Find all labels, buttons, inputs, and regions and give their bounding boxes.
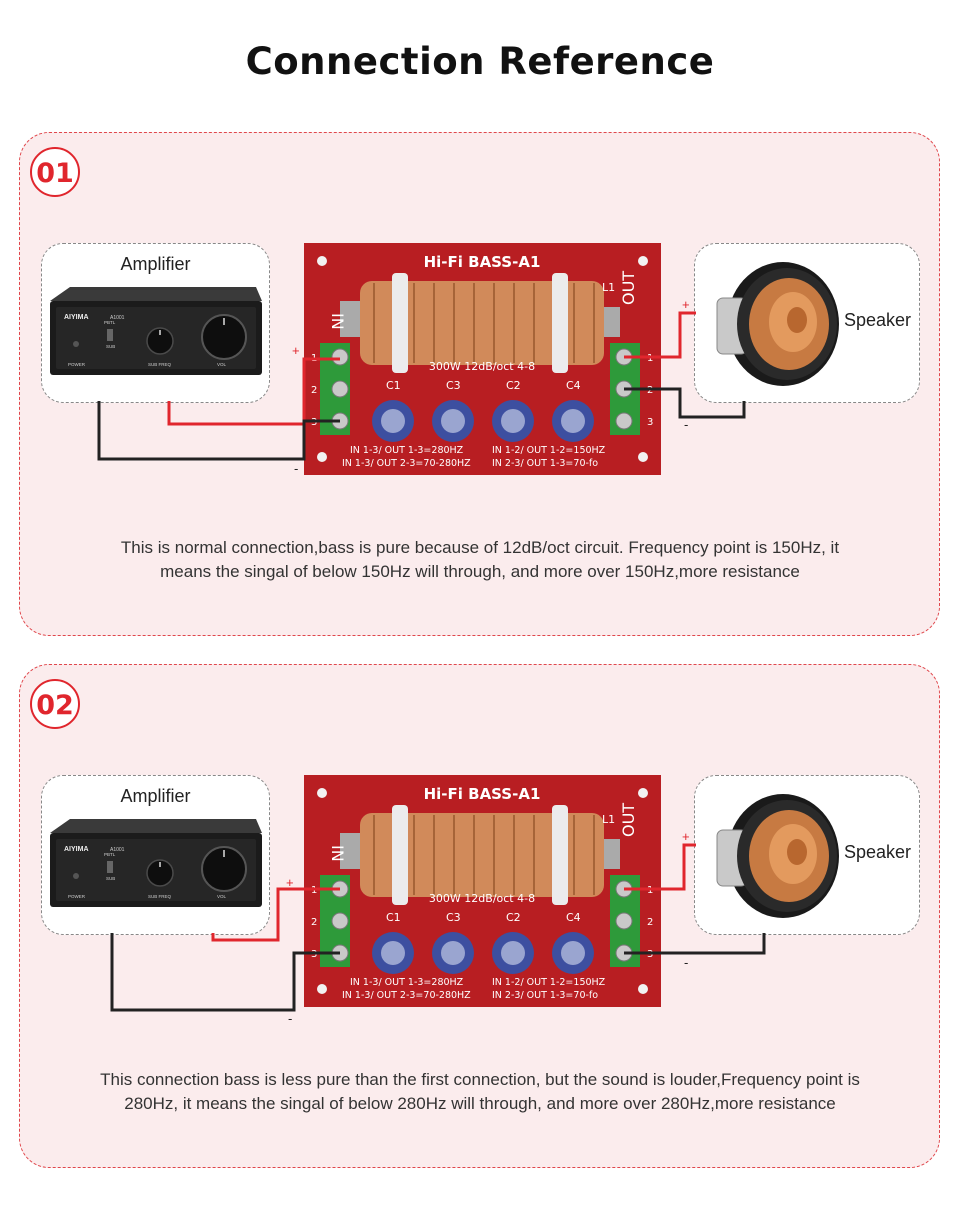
board-note-left-2: IN 1-3/ OUT 2-3=70-280HZ [342,458,471,469]
cap-c2-label: C2 [506,911,521,924]
amp-minus-marker: - [288,1011,292,1026]
amp-knob-label: SUB FREQ [148,894,172,899]
board-name: Hi-Fi BASS-A1 [424,253,541,271]
cap-c4-label: C4 [566,379,581,392]
amplifier-box: Amplifier AIYIMA A1001 POWER PBTL SUB SU… [41,243,270,403]
board-spec: 300W 12dB/oct 4-8 [429,360,535,373]
amplifier-label: Amplifier [120,254,191,274]
board-out-label: OUT [619,803,638,837]
amp-knob-label: SUB FREQ [148,362,172,367]
right-terminal-1: 1 [647,885,653,896]
speaker-image [716,794,839,918]
amp-brand: AIYIMA [64,846,89,853]
amp-power-label: POWER [68,362,86,367]
crossover-board: Hi-Fi BASS-A1 L1 IN OUT 300W 12dB/oct 4-… [304,243,661,475]
board-in-label: IN [328,845,347,862]
amplifier-image: AIYIMA A1001 POWER PBTL SUB SUB FREQ VOL [50,819,262,907]
right-terminal-3: 3 [647,949,653,960]
right-terminal-2: 2 [647,917,653,928]
speaker-label: Speaker [843,310,911,330]
board-spec: 300W 12dB/oct 4-8 [429,892,535,905]
cap-c4-label: C4 [566,911,581,924]
board-note-right-2: IN 2-3/ OUT 1-3=70-fo [492,990,598,1001]
speaker-box: Speaker [694,775,920,935]
board-l1-label: L1 [602,281,615,294]
board-note-right-1: IN 1-2/ OUT 1-2=150HZ [492,445,606,456]
amp-switch-top-label: PBTL [104,320,116,325]
amp-switch-bottom-label: SUB [106,344,115,349]
amp-plus-marker: + [292,343,300,358]
left-terminal-3: 3 [311,417,317,428]
amp-model: A1001 [110,847,125,853]
amplifier-box: Amplifier AIYIMA A1001 POWER PBTL SUB SU… [41,775,270,935]
section-description: This is normal connection,bass is pure b… [120,538,840,581]
right-terminal-2: 2 [647,385,653,396]
board-note-left-1: IN 1-3/ OUT 1-3=280HZ [350,977,464,988]
left-terminal-2: 2 [311,385,317,396]
speaker-label: Speaker [843,842,911,862]
amp-vol-label: VOL [217,894,227,899]
amp-minus-marker: - [294,461,298,476]
amp-switch-top-label: PBTL [104,852,116,857]
amplifier-image: AIYIMA A1001 POWER PBTL SUB SUB FREQ VOL [50,287,262,375]
board-name: Hi-Fi BASS-A1 [424,785,541,803]
board-note-left-2: IN 1-3/ OUT 2-3=70-280HZ [342,990,471,1001]
speaker-plus-marker: + [682,829,690,844]
amp-brand: AIYIMA [64,314,89,321]
crossover-board: Hi-Fi BASS-A1 L1 IN OUT 300W 12dB/oct 4-… [304,775,661,1007]
speaker-box: Speaker [694,243,920,403]
cap-c3-label: C3 [446,379,461,392]
connection-panel-1: 01 Amplifier AIYIMA A1001 POWER PBTL SUB… [19,132,940,636]
speaker-plus-marker: + [682,297,690,312]
board-note-right-1: IN 1-2/ OUT 1-2=150HZ [492,977,606,988]
speaker-minus-marker: - [684,955,688,970]
board-note-left-1: IN 1-3/ OUT 1-3=280HZ [350,445,464,456]
right-terminal-3: 3 [647,417,653,428]
board-note-right-2: IN 2-3/ OUT 1-3=70-fo [492,458,598,469]
amp-model: A1001 [110,315,125,321]
board-l1-label: L1 [602,813,615,826]
cap-c1-label: C1 [386,379,401,392]
speaker-minus-marker: - [684,417,688,432]
cap-c2-label: C2 [506,379,521,392]
amp-switch-bottom-label: SUB [106,876,115,881]
left-terminal-3: 3 [311,949,317,960]
page-title: Connection Reference [245,40,715,83]
speaker-image [716,262,839,386]
section-number-badge: 02 [30,679,80,729]
board-out-label: OUT [619,271,638,305]
section-description: This connection bass is less pure than t… [100,1070,860,1113]
connection-panel-2: 02 Amplifier AIYIMA A1001 POWER PBTL SUB… [19,664,940,1168]
amp-plus-marker: + [286,875,294,890]
section-number-badge: 01 [30,147,80,197]
amp-power-label: POWER [68,894,86,899]
left-terminal-2: 2 [311,917,317,928]
left-terminal-1: 1 [311,885,317,896]
left-terminal-1: 1 [311,353,317,364]
cap-c1-label: C1 [386,911,401,924]
amplifier-label: Amplifier [120,786,191,806]
board-in-label: IN [328,313,347,330]
cap-c3-label: C3 [446,911,461,924]
right-terminal-1: 1 [647,353,653,364]
amp-vol-label: VOL [217,362,227,367]
